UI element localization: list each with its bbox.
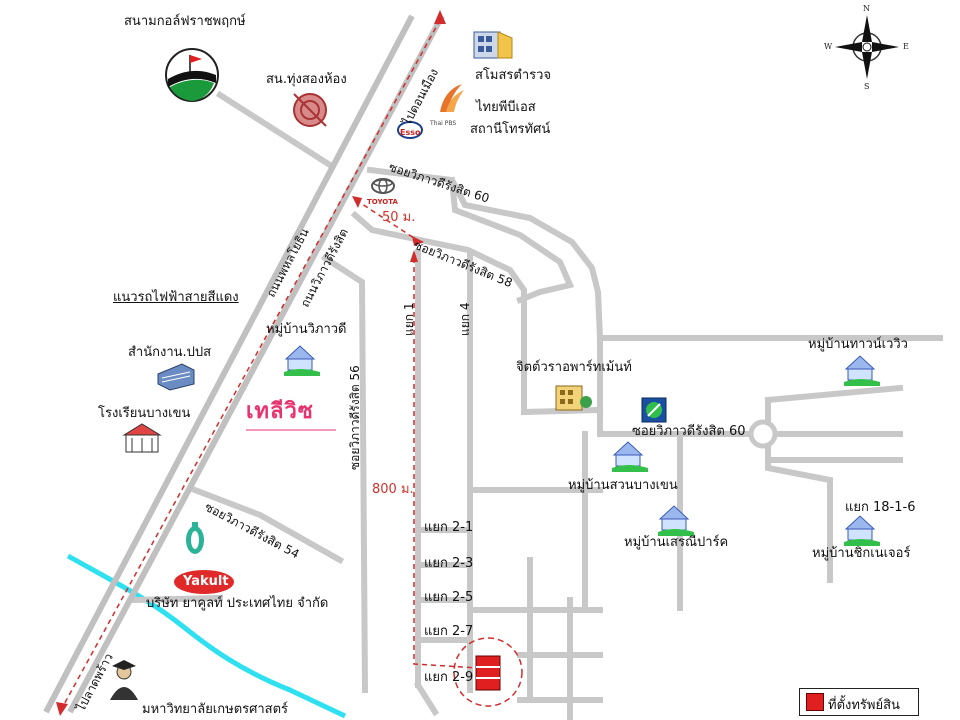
gas-station-logo-icon [641, 397, 667, 423]
property-circle [453, 637, 523, 707]
yakult-logo-icon [174, 570, 234, 594]
label-toyota: TOYOTA [367, 198, 398, 206]
red-line-route [61, 19, 441, 709]
esso-logo-icon [397, 121, 423, 139]
house-icon [658, 505, 694, 536]
label-ops-office: สำนักงาน.ปปส [128, 345, 212, 360]
road-label-yaek2-7: แยก 2-7 [424, 624, 474, 639]
highway-phaholyothin [43, 14, 445, 714]
house-icon [612, 441, 648, 472]
label-yakult-company: บริษัท ยาคูลท์ ประเทศไทย จำกัด [146, 596, 329, 611]
label-golf: สนามกอล์ฟราชพฤกษ์ [124, 14, 246, 29]
legend-swatch [806, 693, 824, 711]
toyota-logo-icon [371, 178, 395, 194]
compass-west: W [824, 42, 833, 51]
legend: ที่ตั้งทรัพย์สิน [799, 688, 919, 716]
compass-north: N [863, 4, 870, 13]
label-thaipbs-logo: Thai PBS [430, 120, 457, 127]
label-thungsonghong: สน.ทุ่งสองห้อง [266, 72, 347, 87]
apartment-icon [555, 385, 592, 411]
arrow-icon [410, 250, 418, 262]
road-label-yaek2-3: แยก 2-3 [424, 556, 474, 571]
compass-icon [835, 15, 899, 79]
house-icon [284, 345, 320, 376]
label-saranipark: หมู่บ้านเสรณีปาร์ค [624, 535, 729, 550]
road-label-yaek1: แยก 1 [402, 302, 416, 336]
roundabout [748, 419, 778, 449]
graduate-icon [110, 660, 138, 700]
label-telewiz: เทลีวิซ [246, 399, 314, 424]
arrow-up-icon [434, 10, 446, 24]
golf-logo-icon [165, 48, 219, 102]
property-marker [475, 655, 501, 691]
label-distance-50: 50 ม. [382, 210, 416, 225]
label-townnewview: หมู่บ้านทาวน์เววิว [808, 337, 908, 352]
road-label-yaek2-9: แยก 2-9 [424, 670, 474, 685]
label-bangkhen-school: โรงเรียนบางเขน [98, 406, 191, 421]
label-kasetsart: มหาวิทยาลัยเกษตรศาสตร์ [142, 702, 289, 717]
label-yakult-logo: Yakult [183, 574, 229, 589]
label-apartment: จิตต์วราอพาร์ทเม้นท์ [516, 360, 632, 375]
office-building-icon [157, 363, 195, 391]
arrow-icon [352, 196, 362, 208]
road-label-yaek4: แยก 4 [458, 302, 472, 336]
road-label-soi56: ซอยวิภาวดีรังสิต 56 [348, 365, 362, 470]
compass-south: S [864, 82, 870, 91]
legend-label: ที่ตั้งทรัพย์สิน [828, 698, 900, 713]
house-icon [844, 515, 880, 546]
label-thaipbs-name: ไทยพีบีเอส [476, 100, 536, 115]
route-to-property [355, 199, 479, 669]
label-chicknature: หมู่บ้านชิกเนเจอร์ [812, 546, 911, 561]
road-label-soi60-right: ซอยวิภาวดีรังสิต 60 [632, 424, 746, 439]
road-label-yaek2-5: แยก 2-5 [424, 590, 474, 605]
arrow-down-icon [56, 702, 68, 716]
label-distance-800: 800 ม. [372, 482, 414, 497]
arrow-icon [412, 236, 424, 246]
label-samoson: สโมสรตำรวจ [475, 68, 552, 83]
thaipbs-logo-icon [440, 84, 464, 112]
police-seal-icon [293, 93, 327, 127]
label-red-line: แนวรถไฟฟ้าสายสีแดง [113, 290, 239, 305]
fuel-logo-icon [186, 522, 204, 554]
label-thaipbs-station: สถานีโทรทัศน์ [470, 122, 551, 137]
road-label-yaek2-1: แยก 2-1 [424, 520, 474, 535]
school-icon [122, 423, 162, 453]
label-suanbangkhen: หมู่บ้านสวนบางเขน [568, 478, 678, 493]
label-esso: Esso [400, 128, 421, 137]
compass-east: E [903, 42, 909, 51]
label-vipavadee-village: หมู่บ้านวิภาวดี [266, 322, 347, 337]
building-icon [473, 31, 513, 59]
house-icon [844, 355, 880, 386]
road-label-yaek18: แยก 18-1-6 [845, 500, 916, 515]
